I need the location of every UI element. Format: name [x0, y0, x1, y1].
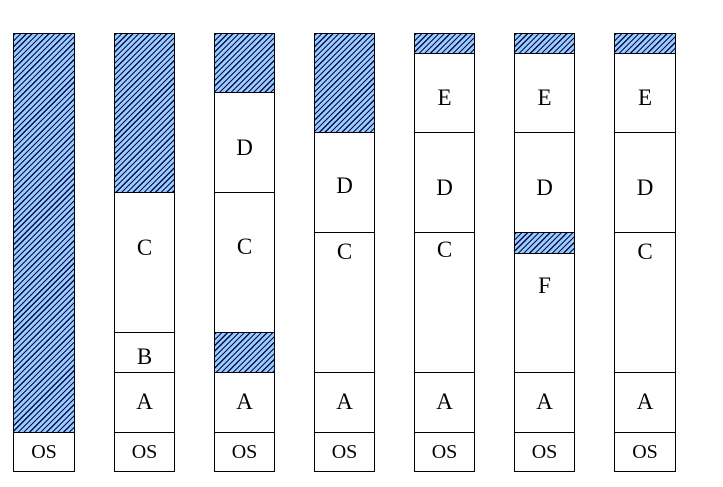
- segment-free: [614, 33, 676, 54]
- segment-label: OS: [131, 441, 158, 463]
- segment-label: OS: [531, 441, 558, 463]
- segment-os: OS: [114, 432, 175, 472]
- memory-column-3: D C A OS: [214, 33, 275, 472]
- segment-free: [514, 232, 575, 254]
- segment-a: A: [414, 372, 475, 433]
- segment-label: F: [538, 273, 551, 298]
- segment-free: [414, 33, 475, 54]
- segment-label: A: [136, 389, 153, 414]
- segment-label: B: [136, 344, 153, 369]
- segment-os: OS: [13, 432, 75, 472]
- segment-label: C: [436, 237, 453, 262]
- segment-e: E: [514, 53, 575, 133]
- segment-free: [214, 33, 275, 93]
- segment-d: D: [214, 92, 275, 193]
- segment-label: C: [236, 234, 253, 259]
- segment-a: A: [314, 372, 375, 433]
- segment-d: D: [614, 132, 676, 233]
- segment-label: A: [336, 389, 353, 414]
- segment-e: E: [414, 53, 475, 133]
- segment-c: C: [314, 232, 375, 373]
- segment-label: A: [536, 389, 553, 414]
- segment-label: D: [336, 173, 353, 198]
- segment-free: [114, 33, 175, 193]
- segment-label: OS: [331, 441, 358, 463]
- segment-c: C: [214, 192, 275, 333]
- segment-label: D: [236, 135, 253, 160]
- segment-label: E: [537, 85, 552, 110]
- memory-column-5: E D C A OS: [414, 33, 475, 472]
- memory-column-1: OS: [13, 33, 75, 472]
- segment-c: C: [114, 192, 175, 333]
- segment-e: E: [614, 53, 676, 133]
- segment-label: A: [236, 389, 253, 414]
- segment-label: OS: [231, 441, 258, 463]
- segment-free: [13, 33, 75, 433]
- segment-os: OS: [414, 432, 475, 472]
- segment-label: E: [437, 85, 452, 110]
- segment-label: D: [436, 175, 453, 200]
- segment-a: A: [114, 372, 175, 433]
- memory-column-4: D C A OS: [314, 33, 375, 472]
- segment-label: A: [436, 389, 453, 414]
- segment-f: F: [514, 253, 575, 373]
- segment-label: D: [636, 175, 654, 200]
- segment-os: OS: [614, 432, 676, 472]
- segment-os: OS: [514, 432, 575, 472]
- segment-free: [214, 332, 275, 373]
- segment-c: C: [414, 232, 475, 373]
- segment-label: C: [136, 235, 153, 260]
- segment-label: A: [636, 389, 654, 414]
- segment-b: B: [114, 332, 175, 373]
- segment-label: OS: [632, 441, 658, 463]
- segment-os: OS: [314, 432, 375, 472]
- segment-a: A: [514, 372, 575, 433]
- segment-label: C: [637, 239, 653, 264]
- segment-free: [314, 33, 375, 133]
- memory-column-6: E D F A OS: [514, 33, 575, 472]
- segment-a: A: [614, 372, 676, 433]
- segment-d: D: [414, 132, 475, 233]
- segment-d: D: [314, 132, 375, 233]
- segment-os: OS: [214, 432, 275, 472]
- segment-label: OS: [431, 441, 458, 463]
- segment-a: A: [214, 372, 275, 433]
- segment-label: E: [637, 85, 653, 110]
- segment-label: OS: [31, 441, 57, 463]
- segment-label: D: [536, 175, 553, 200]
- segment-label: C: [336, 239, 353, 264]
- memory-column-7: E D C A OS: [614, 33, 676, 472]
- segment-c: C: [614, 232, 676, 373]
- segment-d: D: [514, 132, 575, 233]
- segment-free: [514, 33, 575, 54]
